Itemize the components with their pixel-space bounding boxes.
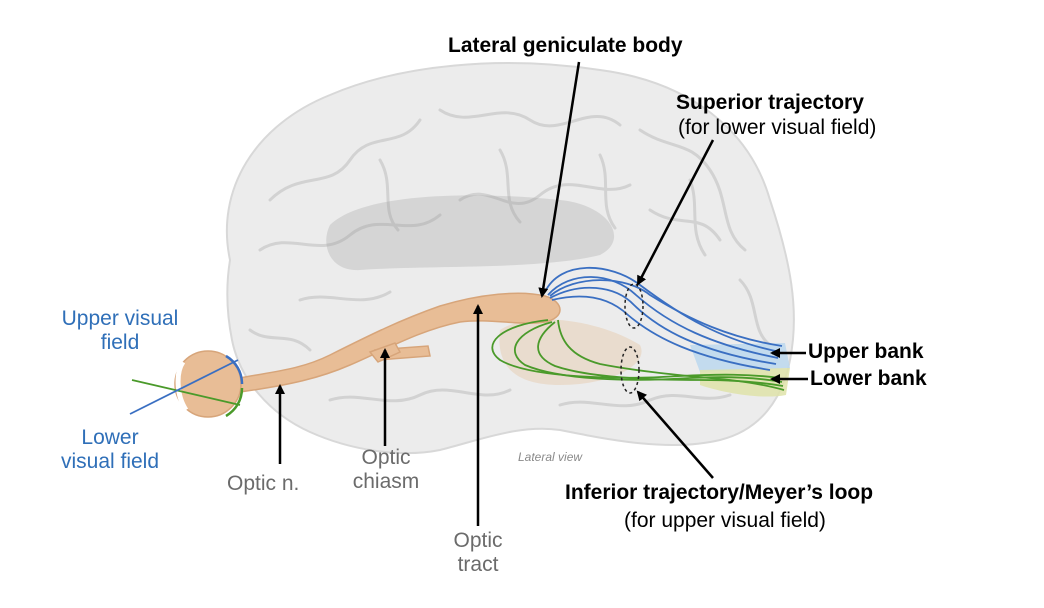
label-optic-tract-line2: tract (457, 553, 499, 577)
pointer-arrows (275, 61, 808, 526)
parietal-shade (326, 195, 615, 271)
label-optic-tract: Optic tract (440, 529, 516, 577)
label-superior-trajectory-note: (for lower visual field) (678, 116, 877, 139)
label-inferior-trajectory-note: (for upper visual field) (624, 509, 826, 532)
label-upper-visual-field: Upper visual field (40, 307, 200, 355)
arrow-inferior-trajectory (636, 390, 714, 479)
arrow-lateral-geniculate (538, 61, 581, 298)
superior-dashed-ellipse (624, 283, 644, 329)
label-lower-visual-field-line1: Lower (81, 426, 139, 449)
eye (174, 350, 244, 418)
label-lower-visual-field: Lower visual field (40, 426, 180, 474)
inferior-trajectory-fibers (491, 319, 785, 391)
label-optic-chiasm-line1: Optic (361, 446, 411, 469)
label-inferior-trajectory: Inferior trajectory/Meyer’s loop (565, 481, 874, 504)
arrow-superior-trajectory (636, 139, 715, 286)
label-optic-nerve: Optic n. (227, 472, 300, 495)
label-upper-visual-field-line1: Upper visual (61, 307, 179, 330)
label-optic-chiasm: Optic chiasm (344, 446, 428, 494)
label-upper-bank: Upper bank (808, 340, 924, 363)
label-lateral-view: Lateral view (518, 450, 583, 464)
label-optic-chiasm-line2: chiasm (352, 470, 420, 494)
label-superior-trajectory: Superior trajectory (676, 91, 864, 114)
inferior-dashed-ellipse (620, 346, 640, 394)
lower-field-ray (129, 359, 239, 415)
eye-upper-retina (225, 354, 244, 385)
label-lower-bank: Lower bank (810, 367, 927, 390)
label-lower-visual-field-line2: visual field (60, 450, 160, 474)
label-optic-tract-line1: Optic (453, 529, 503, 552)
label-lateral-geniculate-body: Lateral geniculate body (448, 34, 683, 57)
label-upper-visual-field-line2: field (100, 331, 140, 355)
upper-field-ray (131, 379, 241, 406)
